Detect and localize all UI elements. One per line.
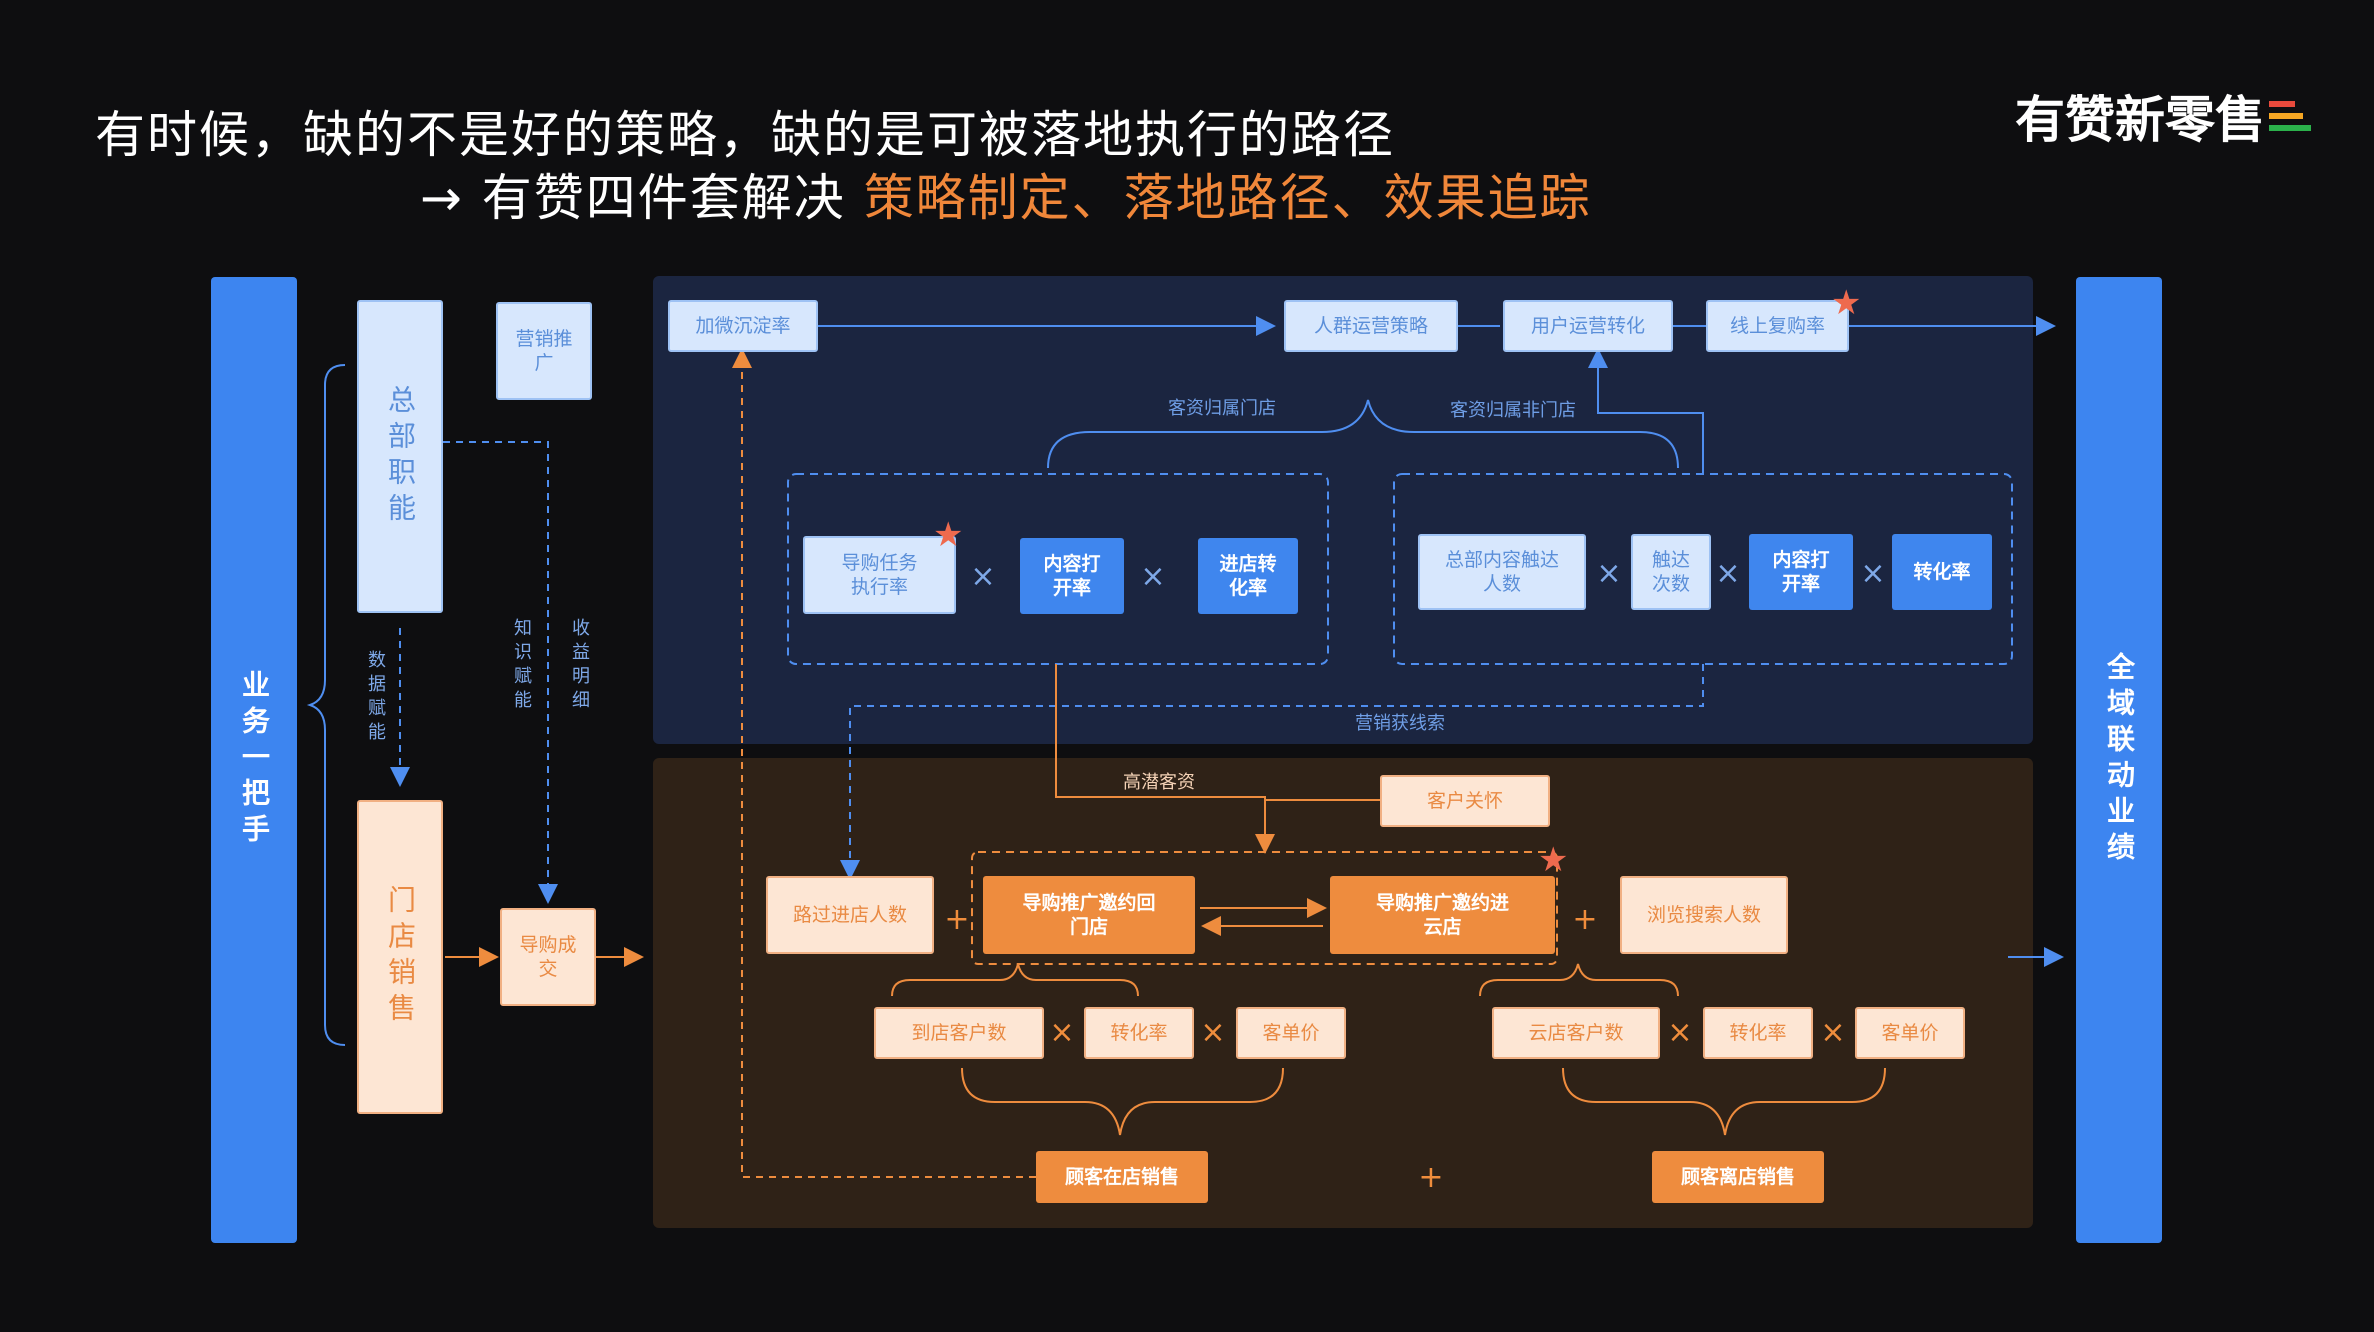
business-leader-bar: 业务一把手 [211,277,297,1243]
guide-task-rate-box: 导购任务执行率 [803,536,956,614]
times-operator: × [970,559,996,594]
cloud-conversion-box: 转化率 [1703,1007,1813,1059]
reach-times-box: 触达次数 [1631,534,1711,610]
plus-operator: + [1418,1160,1444,1195]
guide-deal-box: 导购成交 [500,908,596,1006]
invite-cloud-store-box: 导购推广邀约进云店 [1330,876,1555,954]
marketing-leads-label: 营销获线索 [1355,713,1445,734]
times-operator: × [1200,1015,1226,1050]
content-open-rate-box: 内容打开率 [1020,538,1124,614]
times-operator: × [1820,1015,1846,1050]
times-operator: × [1596,556,1622,591]
add-wechat-rate-box: 加微沉淀率 [668,300,818,352]
times-operator: × [1667,1015,1693,1050]
times-operator: × [1140,559,1166,594]
in-store-sales-box: 顾客在店销售 [1036,1151,1208,1203]
non-store-leads-label: 客资归属非门店 [1450,400,1576,421]
times-operator: × [1860,556,1886,591]
income-detail-label: 收益明细 [569,618,590,714]
star-icon: ★ [1538,840,1569,880]
cloud-customers-box: 云店客户数 [1492,1007,1660,1059]
data-enablement-label: 数据赋能 [365,650,386,746]
in-store-customers-box: 到店客户数 [874,1007,1044,1059]
content-open-rate-box-2: 内容打开率 [1749,534,1853,610]
visit-conversion-box: 进店转化率 [1198,538,1298,614]
store-owned-leads-label: 客资归属门店 [1168,398,1276,419]
brand-logo: 有赞新零售 [2015,80,2311,152]
crowd-strategy-box: 人群运营策略 [1284,300,1458,352]
online-repurchase-box: 线上复购率 [1706,300,1849,352]
hq-reach-box: 总部内容触达人数 [1418,534,1586,610]
execution-panel [653,758,2033,1228]
plus-operator: + [1572,902,1598,937]
passersby-box: 路过进店人数 [766,876,934,954]
strategy-panel [653,276,2033,744]
store-sales-box: 门店销售 [357,800,443,1114]
browse-search-box: 浏览搜索人数 [1620,876,1788,954]
subtitle-highlight: 策略制定、落地路径、效果追踪 [863,169,1592,227]
customer-care-box: 客户关怀 [1380,775,1550,827]
star-icon: ★ [933,515,964,555]
times-operator: × [1715,556,1741,591]
times-operator: × [1049,1015,1075,1050]
hq-function-box: 总部职能 [357,300,443,613]
omnichannel-performance-bar: 全域联动业绩 [2076,277,2162,1243]
store-conversion-box: 转化率 [1084,1007,1194,1059]
high-potential-leads-label: 高潜客资 [1123,772,1195,793]
star-icon: ★ [1831,283,1862,323]
user-conversion-box: 用户运营转化 [1503,300,1673,352]
plus-operator: + [944,902,970,937]
brand-name: 有赞新零售 [2015,91,2265,149]
invite-back-store-box: 导购推广邀约回门店 [983,876,1195,954]
conversion-rate-box: 转化率 [1892,534,1992,610]
cloud-avg-price-box: 客单价 [1855,1007,1965,1059]
off-store-sales-box: 顾客离店销售 [1652,1151,1824,1203]
subtitle-prefix: → 有赞四件套解决 [420,169,864,227]
marketing-box: 营销推广 [496,302,592,400]
store-avg-price-box: 客单价 [1236,1007,1346,1059]
page-title: 有时候，缺的不是好的策略，缺的是可被落地执行的路径 [95,106,1395,164]
knowledge-enablement-label: 知识赋能 [511,618,532,714]
brand-bars-icon [2269,101,2311,131]
page-subtitle: → 有赞四件套解决 策略制定、落地路径、效果追踪 [420,158,1592,230]
